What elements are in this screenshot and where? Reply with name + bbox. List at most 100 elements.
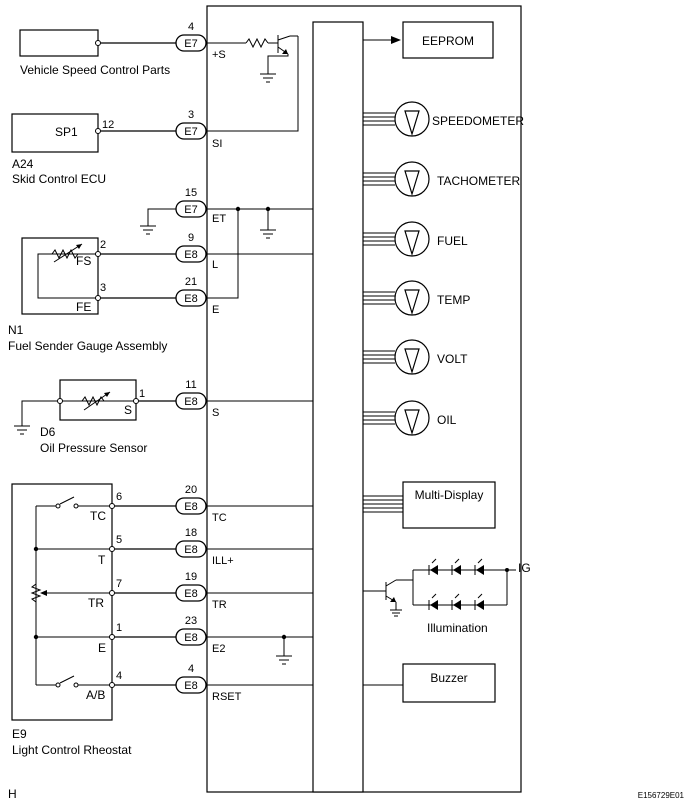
svg-text:S: S [212, 407, 219, 419]
svg-text:E2: E2 [212, 643, 225, 655]
svg-text:Multi-Display: Multi-Display [415, 488, 484, 502]
vehicle-speed-control-parts-label: Vehicle Speed Control Parts [20, 63, 170, 77]
svg-text:E8: E8 [184, 632, 197, 644]
gauge-tachometer: TACHOMETER [363, 161, 520, 197]
tr-pin-number: 7 [116, 578, 122, 590]
svg-text:19: 19 [185, 571, 197, 583]
s-pin-number: 1 [139, 388, 145, 400]
ground-icon [260, 73, 276, 83]
light-control-rheostat: TC 6 T 5 TR 7 E 1 A/B 4 E9 Light Control… [11, 483, 132, 757]
connector-E8-20: E8 20 TC [175, 484, 227, 524]
connector-E7-15: E7 15 ET [175, 187, 226, 225]
s-pin-label: S [124, 403, 132, 417]
skid-control-ecu: SP1 12 A24 Skid Control ECU [11, 113, 114, 186]
svg-text:4: 4 [188, 663, 194, 675]
svg-text:E8: E8 [184, 501, 197, 513]
svg-text:TEMP: TEMP [437, 293, 470, 307]
connector-E7-4: E7 4 +S [175, 21, 226, 61]
ground-icon [14, 425, 30, 435]
gauge-volt: VOLT [363, 339, 468, 375]
svg-text:SPEEDOMETER: SPEEDOMETER [432, 114, 524, 128]
svg-text:20: 20 [185, 484, 197, 496]
tc-pin-number: 6 [116, 491, 122, 503]
illumination-circuit: IG Illumination [363, 558, 531, 635]
svg-text:FUEL: FUEL [437, 234, 468, 248]
fuel-sender-label: Fuel Sender Gauge Assembly [8, 339, 167, 353]
footer-left: H [8, 787, 17, 801]
svg-text:23: 23 [185, 615, 197, 627]
ground-icon [140, 225, 156, 235]
meter-cpu-block [312, 21, 364, 793]
illumination-label: Illumination [427, 621, 488, 635]
svg-text:11: 11 [185, 379, 196, 391]
connector-E8-18: E8 18 ILL+ [175, 527, 234, 567]
svg-text:TC: TC [212, 512, 227, 524]
fuel-sender-gauge-assembly: FS 2 FE 3 N1 Fuel Sender Gauge Assembly [8, 237, 167, 353]
ig-label: IG [518, 561, 531, 575]
svg-text:3: 3 [188, 109, 194, 121]
svg-text:E7: E7 [184, 204, 197, 216]
ground-icon [260, 229, 276, 239]
connector-E8-21: E8 21 E [175, 276, 219, 316]
sp1-pin-label: SP1 [55, 125, 78, 139]
sp1-pin-number: 12 [102, 119, 114, 131]
svg-text:ET: ET [212, 213, 226, 225]
svg-text:E8: E8 [184, 588, 197, 600]
svg-text:L: L [212, 259, 218, 271]
connector-E7-3: E7 3 SI [175, 109, 222, 150]
oil-pressure-sensor-label: Oil Pressure Sensor [40, 441, 147, 455]
t-pin-label: T [98, 553, 106, 567]
svg-text:4: 4 [188, 21, 194, 33]
skid-control-ecu-code: A24 [12, 157, 34, 171]
svg-text:E: E [212, 304, 219, 316]
svg-text:E8: E8 [184, 396, 197, 408]
svg-text:ILL+: ILL+ [212, 555, 234, 567]
svg-text:OIL: OIL [437, 413, 457, 427]
footer-right: E156729E01 [638, 791, 685, 800]
svg-text:18: 18 [185, 527, 197, 539]
light-control-rheostat-label: Light Control Rheostat [12, 743, 132, 757]
gauge-temp: TEMP [363, 280, 470, 316]
connector-E8-11: E8 11 S [175, 379, 219, 419]
gauge-speedometer: SPEEDOMETER [363, 101, 524, 137]
light-control-rheostat-code: E9 [12, 727, 27, 741]
ground-icon [276, 655, 292, 665]
svg-text:E8: E8 [184, 293, 197, 305]
fe-pin-number: 3 [100, 282, 106, 294]
fs-pin-label: FS [76, 254, 91, 268]
gauge-oil: OIL [363, 400, 457, 436]
svg-text:E7: E7 [184, 38, 197, 50]
svg-text:RSET: RSET [212, 691, 242, 703]
ground-icon [390, 609, 402, 617]
oil-pressure-sensor: S 1 D6 Oil Pressure Sensor [14, 379, 147, 455]
tc-pin-label: TC [90, 509, 106, 523]
svg-text:E8: E8 [184, 680, 197, 692]
connector-E8-4: E8 4 RSET [175, 663, 242, 703]
svg-text:EEPROM: EEPROM [422, 34, 474, 48]
e-pin-number: 1 [116, 622, 122, 634]
multi-display-block: Multi-Display [363, 481, 496, 529]
skid-control-ecu-label: Skid Control ECU [12, 172, 106, 186]
buzzer-block: Buzzer [363, 663, 496, 703]
combination-meter-outline [206, 5, 522, 793]
svg-text:E7: E7 [184, 126, 197, 138]
eeprom-block: EEPROM [402, 21, 494, 59]
svg-text:21: 21 [185, 276, 197, 288]
connector-E8-19: E8 19 TR [175, 571, 227, 611]
svg-text:Buzzer: Buzzer [430, 671, 467, 685]
ab-pin-label: A/B [86, 688, 105, 702]
svg-text:VOLT: VOLT [437, 352, 468, 366]
e-pin-label: E [98, 641, 106, 655]
svg-text:15: 15 [185, 187, 197, 199]
svg-text:E8: E8 [184, 544, 197, 556]
tr-pin-label: TR [88, 596, 104, 610]
fs-pin-number: 2 [100, 239, 106, 251]
svg-text:TR: TR [212, 599, 227, 611]
svg-text:E8: E8 [184, 249, 197, 261]
fe-pin-label: FE [76, 300, 91, 314]
svg-text:+S: +S [212, 49, 226, 61]
fuel-sender-code: N1 [8, 323, 24, 337]
svg-text:SI: SI [212, 138, 222, 150]
svg-text:9: 9 [188, 232, 194, 244]
